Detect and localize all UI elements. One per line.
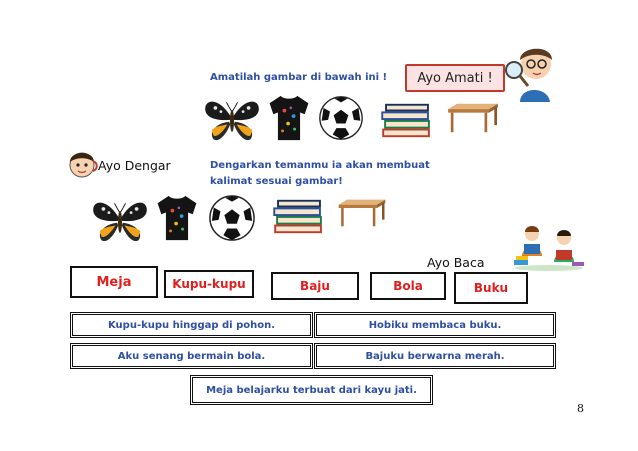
word-box-meja: Meja [70, 266, 158, 298]
wooden-table-icon [448, 103, 498, 133]
butterfly-icon [204, 101, 260, 141]
word-box-kupu-kupu: Kupu-kupu [164, 270, 254, 298]
sentence-box-3: Aku senang bermain bola. [70, 343, 313, 369]
instruction-listen-line1: Dengarkan temanmu ia akan membuat [210, 160, 430, 171]
books-stack-icon [381, 103, 430, 138]
sentence-box-2: Hobiku membaca buku. [314, 312, 556, 338]
tshirt-icon [157, 195, 197, 241]
sentence-box-4: Bajuku berwarna merah. [314, 343, 556, 369]
ayo-dengar-label: Ayo Dengar [98, 158, 171, 173]
butterfly-icon [92, 202, 148, 242]
ayo-amati-label: Ayo Amati ! [405, 64, 505, 92]
tshirt-icon [269, 95, 309, 141]
books-stack-icon [273, 199, 322, 234]
word-box-baju: Baju [271, 272, 359, 300]
instruction-look: Amatilah gambar di bawah ini ! [210, 72, 388, 83]
page-number: 8 [577, 402, 584, 415]
soccer-ball-icon [209, 195, 255, 241]
soccer-ball-icon [319, 96, 363, 140]
boy-magnifier-icon [505, 48, 552, 102]
wooden-table-icon [338, 199, 386, 227]
children-reading-icon [514, 226, 584, 271]
ayo-baca-label: Ayo Baca [427, 255, 485, 270]
listening-child-icon [69, 152, 98, 178]
sentence-box-5: Meja belajarku terbuat dari kayu jati. [190, 375, 433, 405]
instruction-listen-line2: kalimat sesuai gambar! [210, 176, 343, 187]
word-box-buku: Buku [454, 272, 528, 304]
word-box-bola: Bola [370, 272, 446, 300]
sentence-box-1: Kupu-kupu hinggap di pohon. [70, 312, 313, 338]
